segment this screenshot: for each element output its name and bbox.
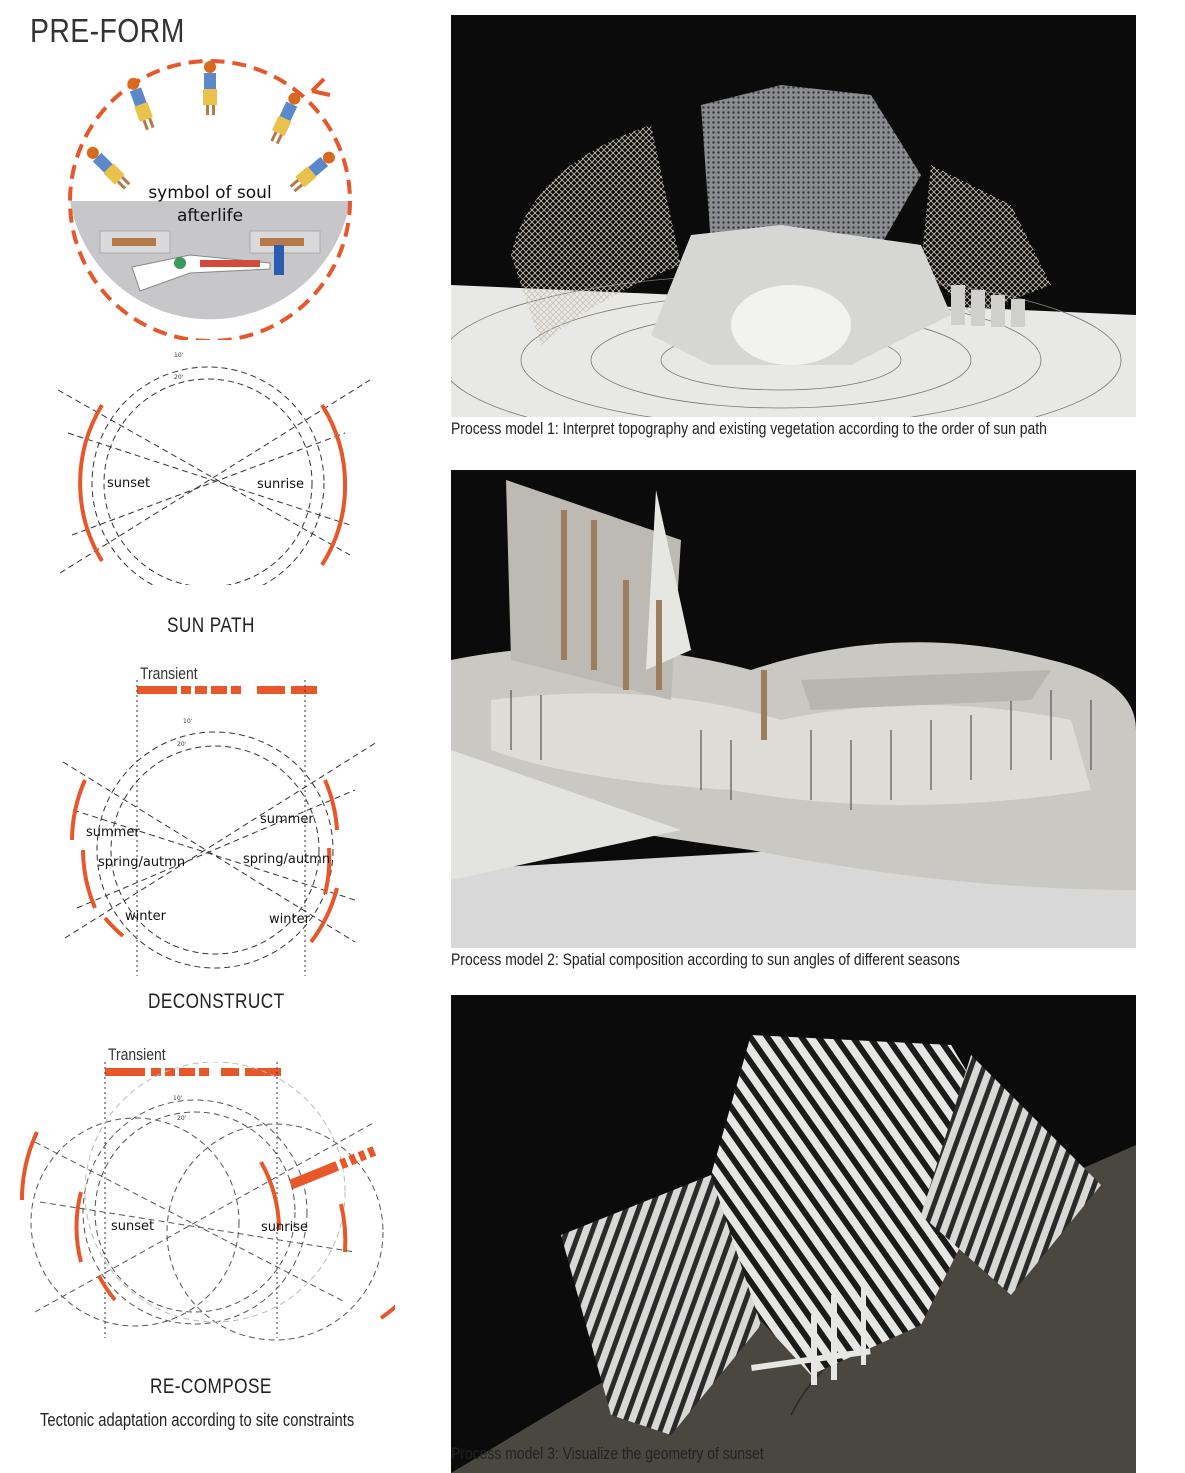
season-label: winter xyxy=(125,909,167,924)
afterlife-label: afterlife xyxy=(177,206,243,226)
recompose-heading: RE-COMPOSE xyxy=(150,1375,272,1398)
ring-outer xyxy=(91,366,325,585)
sunset-label: sunset xyxy=(111,1219,154,1234)
process-model-1-photo xyxy=(451,15,1136,417)
season-label: spring/autmn xyxy=(98,855,185,870)
soul-label: symbol of soul xyxy=(148,183,271,203)
ring-label: 10' xyxy=(174,352,184,359)
sunset-label: sunset xyxy=(107,476,150,491)
season-label: spring/autmn xyxy=(243,852,330,867)
sun-path-heading: SUN PATH xyxy=(167,614,255,637)
sunrise-label: sunrise xyxy=(257,477,304,492)
transient-label: Transient xyxy=(140,664,198,683)
process-model-2-caption: Process model 2: Spatial composition acc… xyxy=(451,950,960,969)
recompose-diagram: 10' 20' sunset sunrise xyxy=(19,1062,395,1341)
deconstruct-heading: DECONSTRUCT xyxy=(148,990,285,1013)
ring-arrow-icon xyxy=(310,77,331,97)
transient-bar xyxy=(137,686,317,694)
transient-bar xyxy=(105,1068,281,1076)
figure-icon xyxy=(203,61,217,115)
process-model-2-photo xyxy=(451,470,1136,948)
sun-path-diagram: 10' 20' sunset sunrise xyxy=(57,352,371,585)
sunrise-label: sunrise xyxy=(261,1220,308,1235)
sunset-arc xyxy=(78,403,104,563)
sunrise-arc xyxy=(320,403,348,567)
figure-icon xyxy=(270,92,301,145)
season-label: summer xyxy=(86,825,140,840)
ring-inner xyxy=(103,378,313,585)
reclining-figure-icon xyxy=(99,230,321,292)
process-model-1-caption: Process model 1: Interpret topography an… xyxy=(451,419,1047,438)
page-title: PRE-FORM xyxy=(30,12,185,49)
figure-icon xyxy=(289,151,335,193)
figure-icon-group xyxy=(86,61,335,193)
season-label: winter xyxy=(269,912,311,927)
season-label: summer xyxy=(260,812,314,827)
figure-icon xyxy=(127,77,155,131)
ring-label: 20' xyxy=(177,1115,187,1122)
figure-icon xyxy=(86,146,131,190)
ring-label: 20' xyxy=(174,374,184,381)
ring-label: 10' xyxy=(173,1095,183,1102)
transient-label: Transient xyxy=(108,1045,166,1064)
soul-diagram: symbol of soul afterlife xyxy=(68,59,352,340)
recompose-subheading: Tectonic adaptation according to site co… xyxy=(40,1410,355,1430)
ring-label: 20' xyxy=(177,741,187,748)
sun-ray-bar xyxy=(289,1146,377,1190)
ring-label: 10' xyxy=(183,718,193,725)
process-model-3-caption: Process model 3: Visualize the geometry … xyxy=(451,1444,764,1463)
deconstruct-diagram: 10' 20' summer spring/autmn winter summe… xyxy=(62,680,378,976)
process-model-3-photo xyxy=(451,995,1136,1473)
soul-ring xyxy=(68,59,352,340)
